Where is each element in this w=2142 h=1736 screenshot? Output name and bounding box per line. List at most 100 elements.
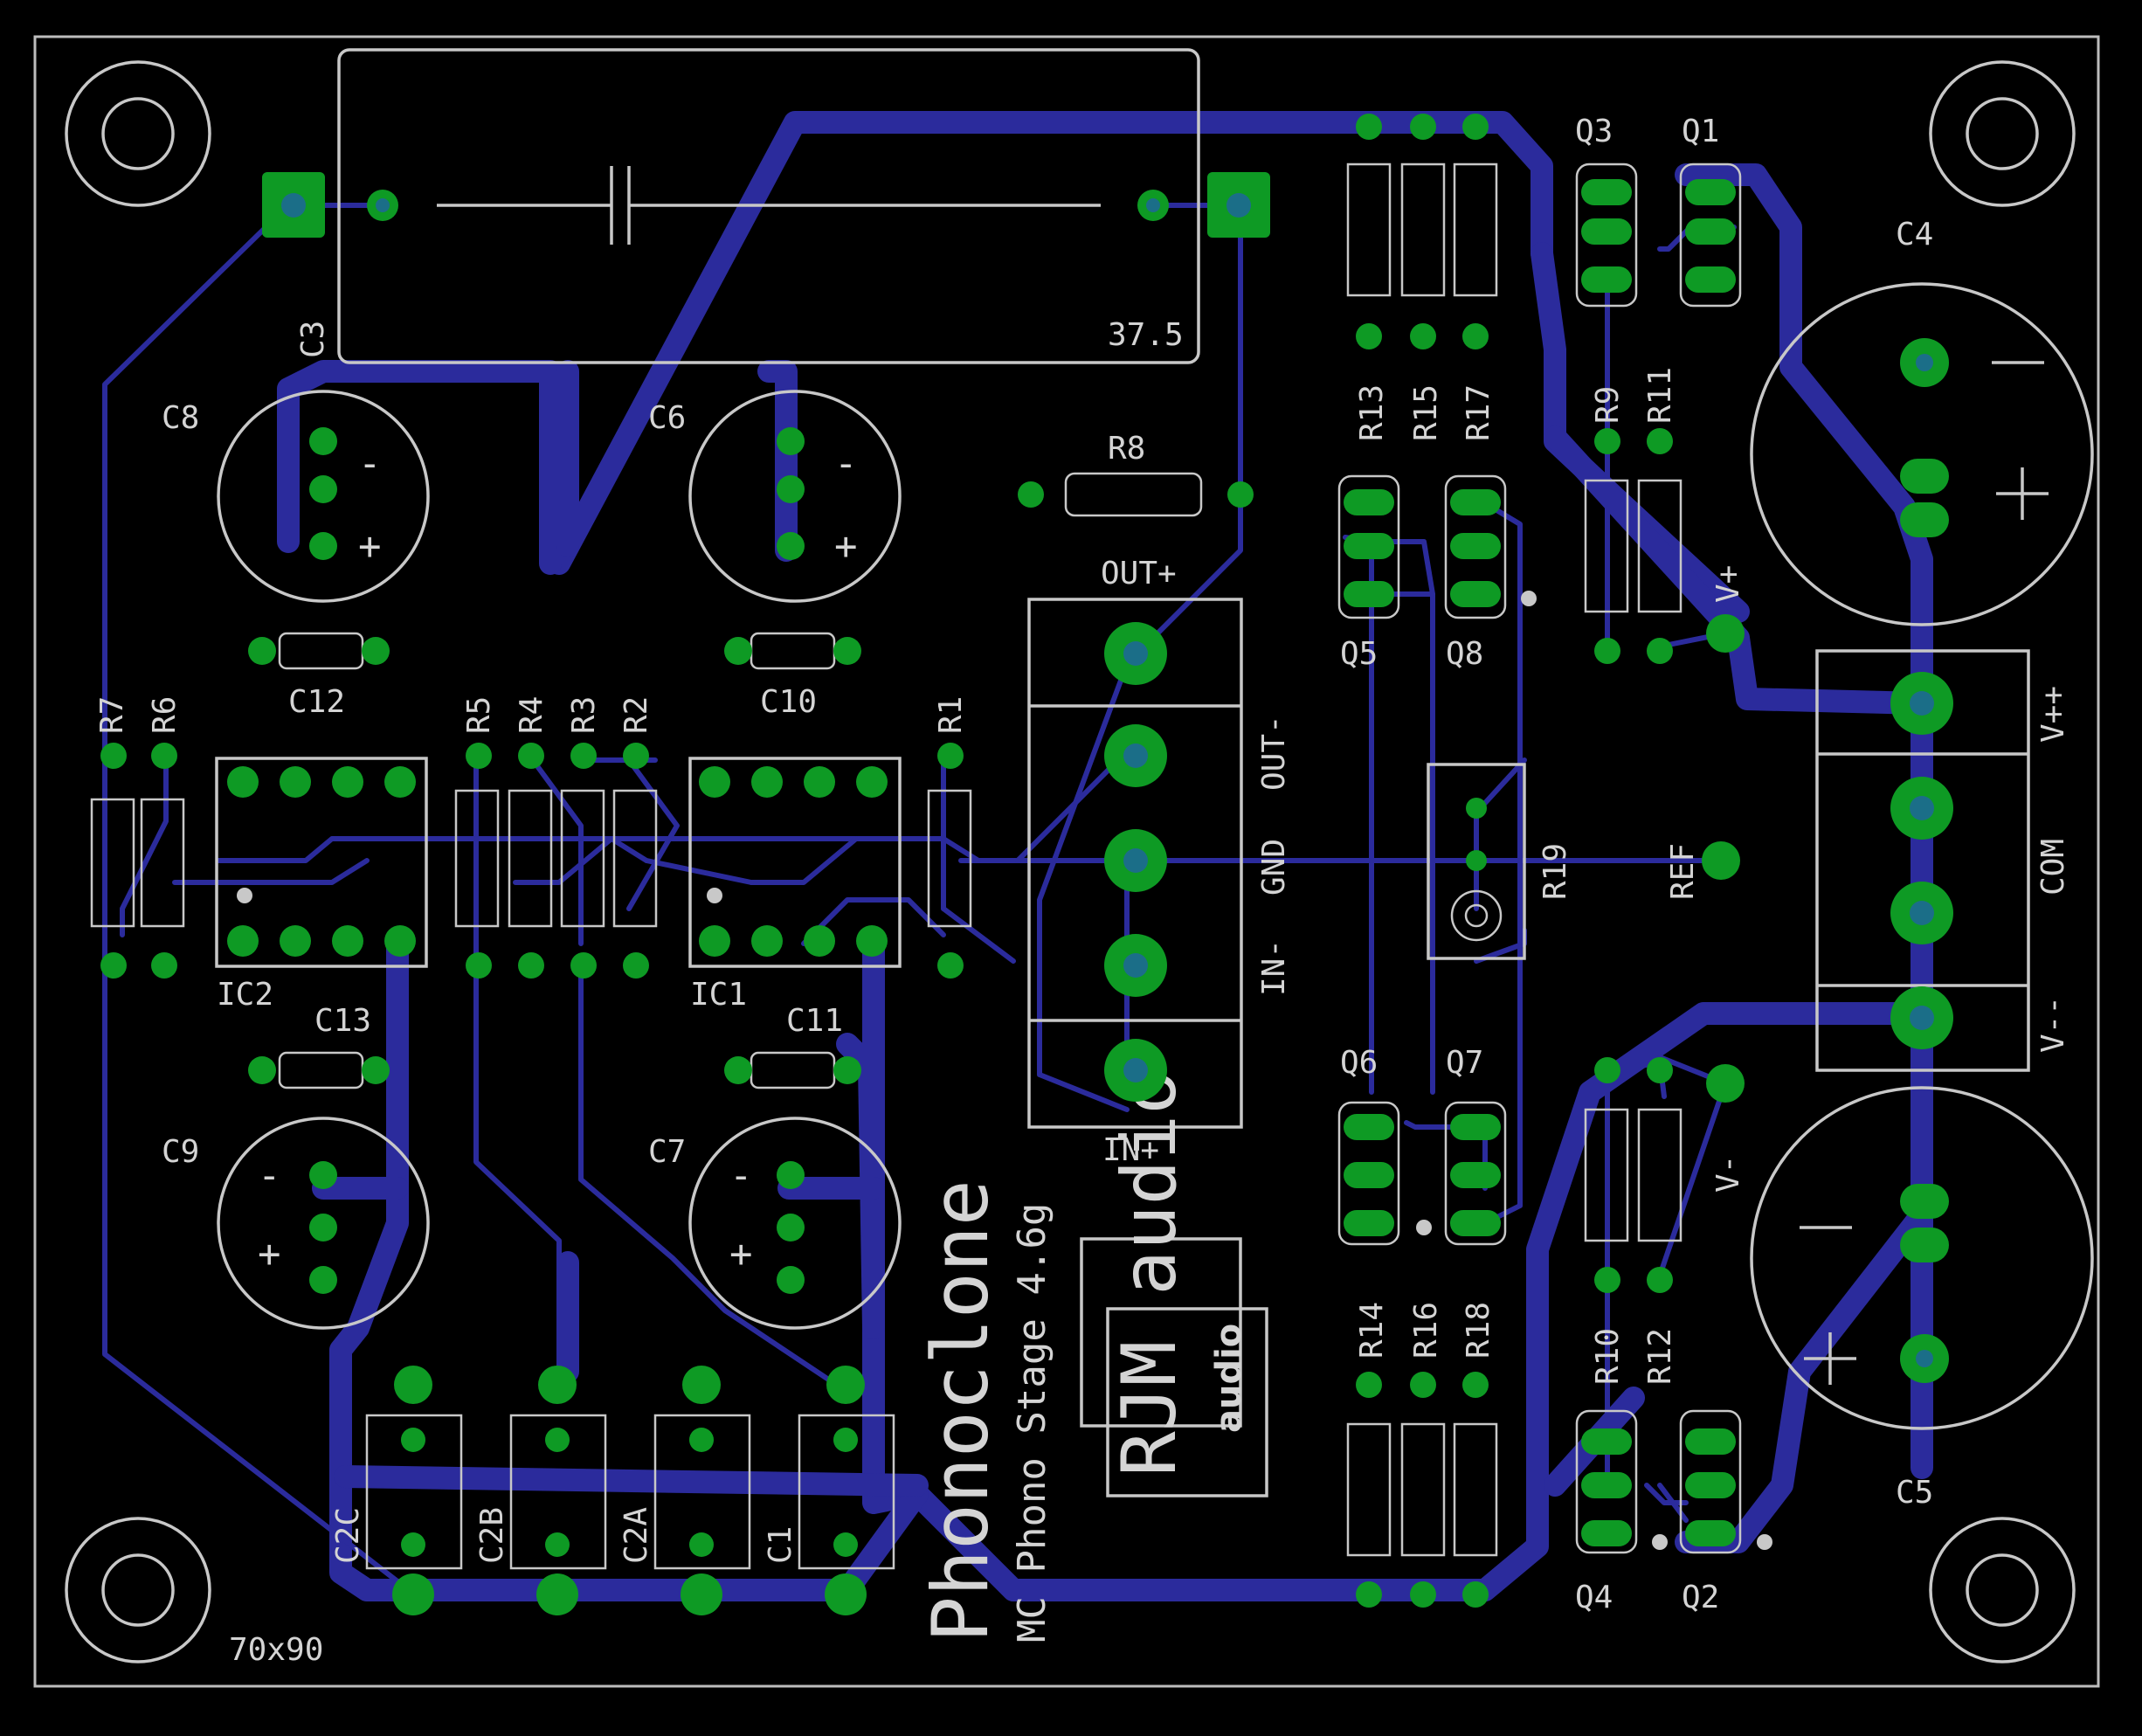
resistor-group-r9-r11: R9 R11 <box>1584 367 1683 613</box>
com-label: COM <box>2035 839 2071 896</box>
resistor-group-r10-r12: R10 R12 <box>1584 1108 1683 1385</box>
r10-label: R10 <box>1590 1328 1626 1385</box>
c1-label: C1 <box>763 1526 798 1564</box>
r4-label: R4 <box>514 696 549 734</box>
capacitor-c7: C7 - + <box>648 1117 902 1330</box>
r6-label: R6 <box>147 696 183 734</box>
capacitor-c2c: C2C <box>330 1414 463 1570</box>
ref-label: REF <box>1665 843 1701 900</box>
r12-label: R12 <box>1642 1328 1678 1385</box>
c6-plus-mark: + <box>834 524 858 569</box>
c4-label: C4 <box>1896 217 1933 252</box>
capacitor-c2a: C2A <box>618 1414 751 1570</box>
c7-label: C7 <box>648 1134 686 1170</box>
transistor-q1: Q1 <box>1679 114 1742 308</box>
out-plus-label: OUT+ <box>1101 556 1177 591</box>
r9-label: R9 <box>1590 386 1626 424</box>
c9-minus-mark: - <box>258 1153 281 1198</box>
transistor-q7: Q7 <box>1444 1045 1507 1246</box>
mounting-hole-top-left <box>65 60 211 207</box>
board-subtitle: MC Phono Stage 4.6g <box>1010 1203 1054 1643</box>
r11-label: R11 <box>1642 367 1678 424</box>
logo-small-text: audio <box>1209 1324 1249 1433</box>
ic2-label: IC2 <box>217 977 273 1013</box>
logo-text: RJM audio <box>1106 1069 1193 1477</box>
r18-label: R18 <box>1461 1302 1496 1359</box>
c11-label: C11 <box>786 1003 843 1039</box>
mounting-hole-bottom-left <box>65 1517 211 1663</box>
c3-label: C3 <box>295 321 331 358</box>
trimmer-r19: R19 REF <box>1427 763 1701 960</box>
q2-label: Q2 <box>1682 1580 1719 1615</box>
mounting-hole-top-right <box>1929 60 2076 207</box>
q7-label: Q7 <box>1446 1045 1483 1081</box>
c2a-label: C2A <box>618 1507 654 1564</box>
c8-label: C8 <box>162 400 199 436</box>
out-minus-label: OUT- <box>1256 715 1292 791</box>
transistor-q4: Q4 <box>1575 1409 1638 1615</box>
r8-label: R8 <box>1108 431 1145 467</box>
r15-label: R15 <box>1408 384 1444 441</box>
capacitor-c6: C6 - + <box>648 390 902 603</box>
r19-label: R19 <box>1537 843 1573 900</box>
vmm-label: V-- <box>2035 996 2071 1053</box>
connector-power: V++ COM V-- <box>1815 649 2071 1072</box>
r7-label: R7 <box>94 696 130 734</box>
capacitor-c1: C1 <box>763 1414 895 1570</box>
r1-label: R1 <box>933 696 969 734</box>
board-size-label: 70x90 <box>229 1632 323 1668</box>
q6-label: Q6 <box>1340 1045 1378 1081</box>
gnd-label: GND <box>1256 839 1292 896</box>
in-plus-label: IN+ <box>1102 1132 1159 1168</box>
transistor-q3: Q3 <box>1575 114 1638 308</box>
r5-label: R5 <box>461 696 497 734</box>
c8-minus-mark: - <box>358 441 382 486</box>
capacitor-c2b: C2B <box>474 1414 607 1570</box>
vpp-label: V++ <box>2035 686 2071 743</box>
capacitor-c9: C9 - + <box>162 1117 430 1330</box>
board-title: Phonoclone <box>916 1179 1005 1643</box>
c8-plus-mark: + <box>358 524 382 569</box>
r3-label: R3 <box>566 696 602 734</box>
resistor-group-bottom-mid: R14 R16 R18 <box>1346 1302 1498 1557</box>
capacitor-c13: C13 <box>278 1003 371 1089</box>
c9-label: C9 <box>162 1134 199 1170</box>
c6-label: C6 <box>648 400 686 436</box>
board-outline <box>33 35 2100 1688</box>
resistor-group-left: R7 R6 R5 R4 R3 R2 R1 <box>90 696 972 928</box>
transistor-q6: Q6 <box>1337 1045 1400 1246</box>
c9-plus-mark: + <box>258 1232 281 1276</box>
resistor-r8: R8 <box>1064 431 1203 517</box>
q5-label: Q5 <box>1340 636 1378 672</box>
ic1-label: IC1 <box>690 977 747 1013</box>
c7-minus-mark: - <box>729 1153 753 1198</box>
c10-label: C10 <box>760 684 817 720</box>
resistor-group-top-mid: R13 R15 R17 <box>1346 163 1498 441</box>
r17-label: R17 <box>1461 384 1496 441</box>
transistor-q8: Q8 <box>1444 474 1507 672</box>
q3-label: Q3 <box>1575 114 1613 149</box>
q4-label: Q4 <box>1575 1580 1613 1615</box>
r16-label: R16 <box>1408 1302 1444 1359</box>
q1-label: Q1 <box>1682 114 1719 149</box>
ic2: IC2 <box>215 757 428 1013</box>
transistor-q2: Q2 <box>1679 1409 1742 1615</box>
r13-label: R13 <box>1354 384 1390 441</box>
capacitor-c12: C12 <box>278 632 364 720</box>
c12-label: C12 <box>288 684 345 720</box>
capacitor-c8: C8 - + <box>162 390 430 603</box>
v-minus-label: V- <box>1710 1155 1746 1193</box>
capacitor-c5: C5 <box>1750 1086 2094 1511</box>
c13-label: C13 <box>314 1003 371 1039</box>
c2c-label: C2C <box>330 1507 366 1564</box>
c5-label: C5 <box>1896 1475 1933 1511</box>
r2-label: R2 <box>618 696 654 734</box>
mounting-hole-bottom-right <box>1929 1517 2076 1663</box>
logo-rjm-audio: RJM audio audio <box>1080 1069 1268 1497</box>
c6-minus-mark: - <box>834 441 858 486</box>
ic1: IC1 <box>688 757 902 1013</box>
capacitor-c4: C4 <box>1750 217 2094 626</box>
c2b-label: C2B <box>474 1507 510 1564</box>
pads <box>100 114 1953 1615</box>
